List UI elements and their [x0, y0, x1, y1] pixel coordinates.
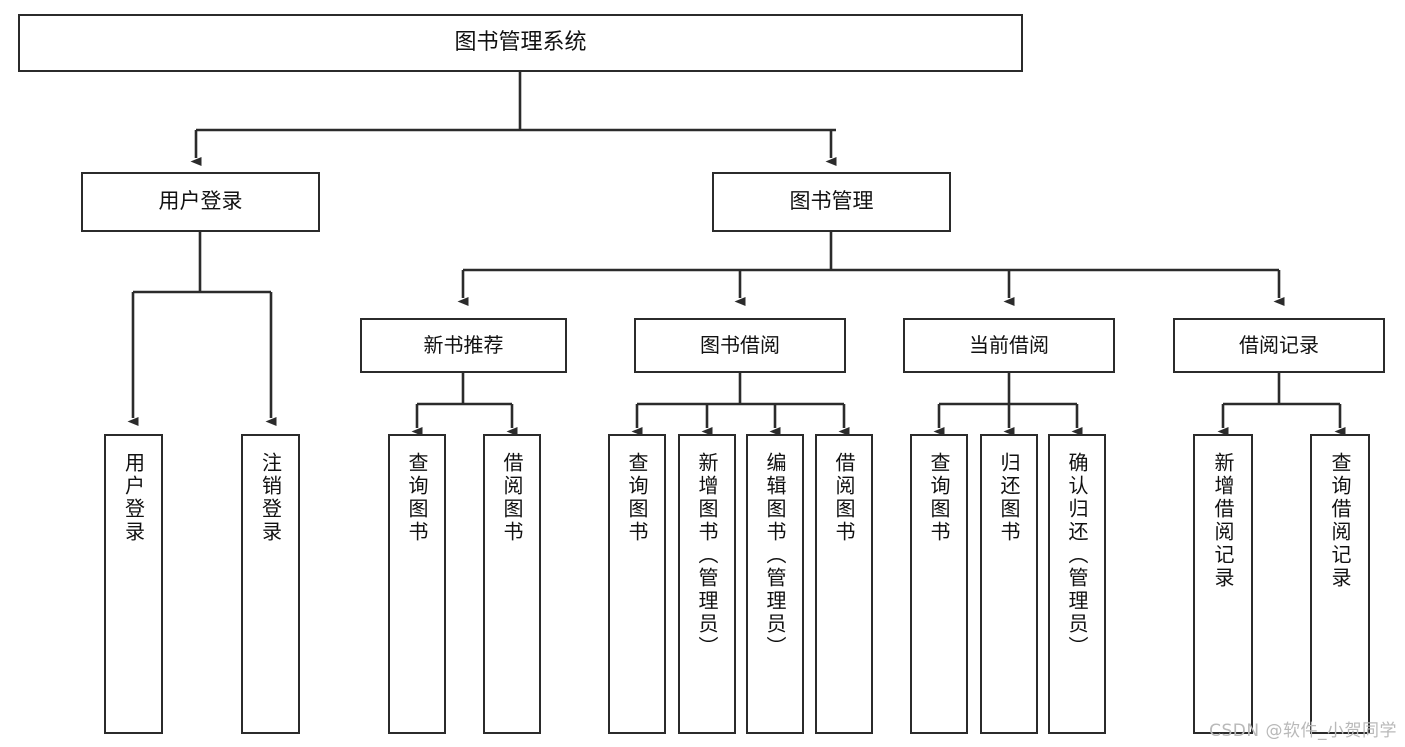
leaf-add-book-admin[interactable]: 新增图书（管理员） — [678, 434, 736, 734]
leaf-user-login[interactable]: 用户登录 — [104, 434, 163, 734]
leaf-query-borrow-record[interactable]: 查询借阅记录 — [1310, 434, 1370, 734]
node-user-login-label: 用户登录 — [158, 189, 243, 214]
leaf-confirm-return-admin[interactable]: 确认归还（管理员） — [1048, 434, 1106, 734]
leaf-logout[interactable]: 注销登录 — [241, 434, 300, 734]
leaf-query-book-borrow-label: 查询图书 — [625, 452, 649, 544]
leaf-add-borrow-record[interactable]: 新增借阅记录 — [1193, 434, 1253, 734]
csdn-watermark: CSDN @软件_小贺同学 — [1209, 721, 1397, 741]
node-book-borrow[interactable]: 图书借阅 — [634, 318, 846, 373]
leaf-query-book-current-label: 查询图书 — [927, 452, 951, 544]
leaf-add-book-admin-label: 新增图书（管理员） — [695, 452, 719, 659]
node-current-borrow-label: 当前借阅 — [969, 333, 1049, 358]
node-root-label: 图书管理系统 — [454, 29, 587, 55]
leaf-query-book-current[interactable]: 查询图书 — [910, 434, 968, 734]
leaf-borrow-book-recommend[interactable]: 借阅图书 — [483, 434, 541, 734]
leaf-query-book-recommend-label: 查询图书 — [405, 452, 429, 544]
leaf-query-borrow-record-label: 查询借阅记录 — [1328, 452, 1352, 590]
leaf-borrow-book[interactable]: 借阅图书 — [815, 434, 873, 734]
leaf-borrow-book-label: 借阅图书 — [832, 452, 856, 544]
node-borrow-records[interactable]: 借阅记录 — [1173, 318, 1385, 373]
node-borrow-records-label: 借阅记录 — [1239, 333, 1319, 358]
node-new-book-recommend-label: 新书推荐 — [423, 333, 504, 358]
node-user-login[interactable]: 用户登录 — [81, 172, 320, 232]
node-book-management-label: 图书管理 — [789, 189, 874, 214]
leaf-add-borrow-record-label: 新增借阅记录 — [1211, 452, 1235, 590]
leaf-query-book-recommend[interactable]: 查询图书 — [388, 434, 446, 734]
node-current-borrow[interactable]: 当前借阅 — [903, 318, 1115, 373]
node-book-borrow-label: 图书借阅 — [700, 333, 780, 358]
node-book-management[interactable]: 图书管理 — [712, 172, 951, 232]
leaf-return-book-label: 归还图书 — [997, 452, 1021, 544]
leaf-logout-label: 注销登录 — [258, 452, 283, 544]
leaf-user-login-label: 用户登录 — [121, 452, 146, 544]
leaf-confirm-return-admin-label: 确认归还（管理员） — [1065, 452, 1089, 659]
node-new-book-recommend[interactable]: 新书推荐 — [360, 318, 567, 373]
leaf-query-book-borrow[interactable]: 查询图书 — [608, 434, 666, 734]
leaf-edit-book-admin[interactable]: 编辑图书（管理员） — [746, 434, 804, 734]
leaf-return-book[interactable]: 归还图书 — [980, 434, 1038, 734]
node-root[interactable]: 图书管理系统 — [18, 14, 1023, 72]
leaf-borrow-book-recommend-label: 借阅图书 — [500, 452, 524, 544]
leaf-edit-book-admin-label: 编辑图书（管理员） — [763, 452, 787, 659]
